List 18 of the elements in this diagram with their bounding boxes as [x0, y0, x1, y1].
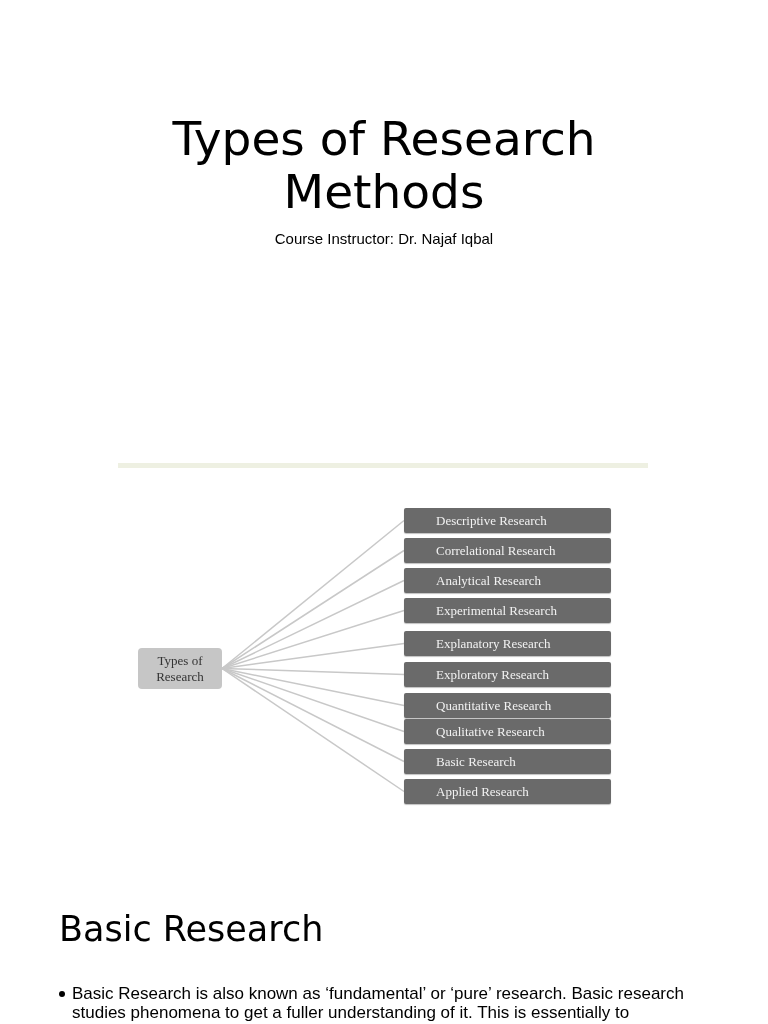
category-box: Exploratory Research [404, 662, 611, 687]
connector-line [221, 519, 405, 670]
category-box: Descriptive Research [404, 508, 611, 533]
connector-line [221, 667, 405, 793]
category-box: Applied Research [404, 779, 611, 804]
category-box: Experimental Research [404, 598, 611, 623]
category-box: Correlational Research [404, 538, 611, 563]
root-box: Types of Research [138, 648, 222, 689]
category-box: Quantitative Research [404, 693, 611, 718]
category-box: Qualitative Research [404, 719, 611, 744]
category-box: Basic Research [404, 749, 611, 774]
section-heading: Basic Research [59, 908, 324, 951]
instructor-text: Course Instructor: Dr. Najaf Iqbal [273, 230, 495, 247]
body-paragraph: Basic Research is also known as ‘fundamental’ or ‘pure’ research. Basic research studies phenomena to get a fuller understanding of it. This is essentially to [72, 984, 685, 1022]
category-box: Analytical Research [404, 568, 611, 593]
category-box: Explanatory Research [404, 631, 611, 656]
connector-line [221, 667, 405, 763]
slide-title: Types of Research Methods [171, 112, 597, 218]
